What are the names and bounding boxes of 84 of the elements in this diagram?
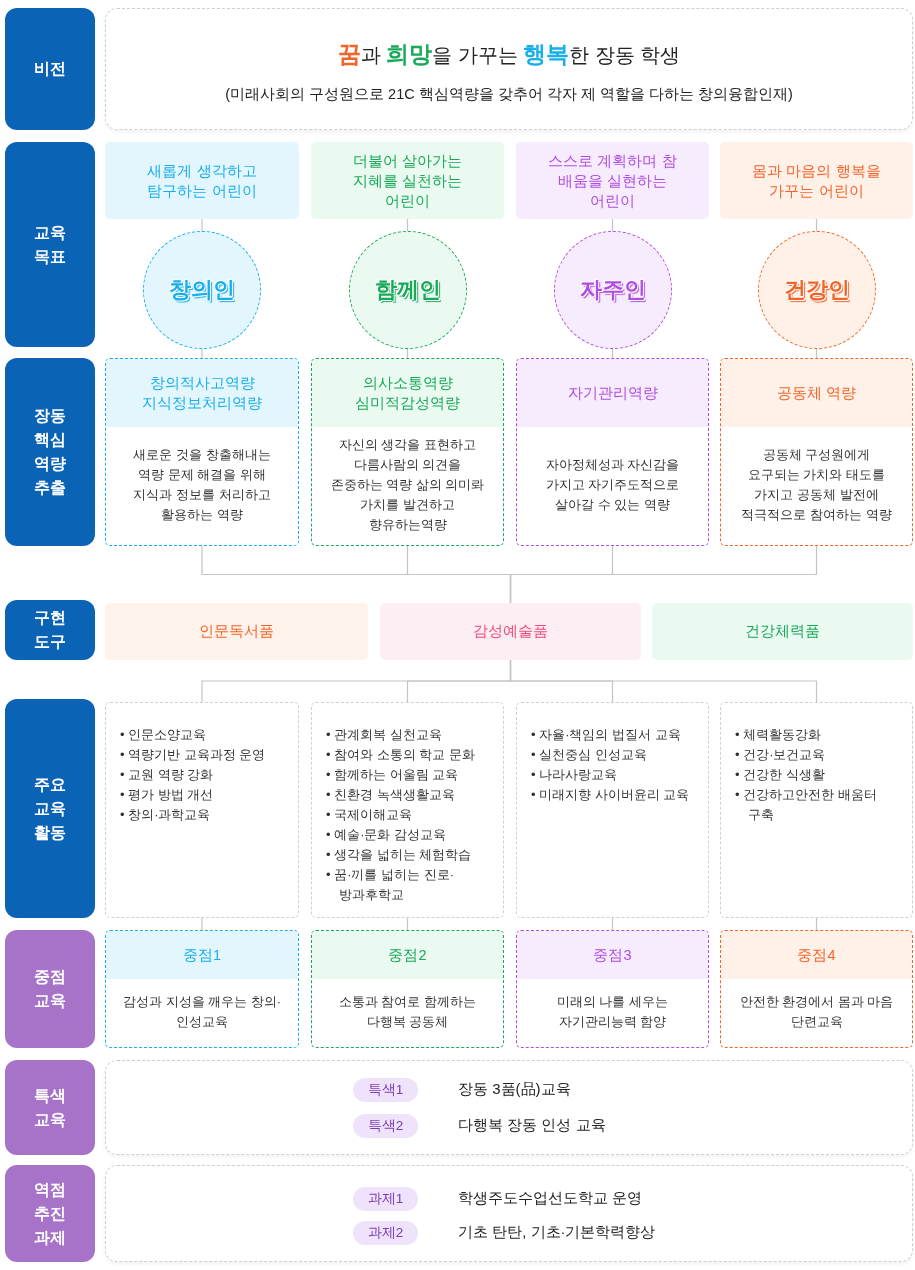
item-text: 학생주도수업선도학교 운영 xyxy=(458,1189,643,1208)
card-header: 공동체 역량 xyxy=(721,359,912,427)
card-text: 자신의 생각을 표현하고 다름사람의 의견을 존중하는 역량 삶의 의미롸 가치를 발견하고 향유하는역량 xyxy=(329,436,486,534)
row-label: 교육 목표 xyxy=(5,142,95,347)
card-header: 자기관리역량 xyxy=(517,359,708,427)
content-panel xyxy=(105,1165,913,1262)
card-header: 창의적사고역량 지식정보처리역량 xyxy=(106,359,298,427)
list-item: • 교원 역량 강화 xyxy=(120,766,215,784)
character-badge: 자주인 xyxy=(553,231,672,349)
card-header: 중점1 xyxy=(106,931,298,979)
activity-card xyxy=(311,702,504,918)
character-badge: 창의인 xyxy=(143,231,261,349)
card-header: 의사소통역량 심미적감성역량 xyxy=(312,359,503,427)
row-label: 구현 도구 xyxy=(5,600,95,660)
tool-band: 감성예술품 xyxy=(380,603,641,660)
vision-subtitle: (미래사회의 구성원으로 21C 핵심역량을 갖추어 각자 제 역할을 다하는 창의융합인재) xyxy=(224,85,794,104)
list-item: • 건강한 식생활 xyxy=(735,766,826,784)
list-item: • 꿈·끼를 넓히는 진로·방과후학교 xyxy=(326,866,456,904)
vision-card xyxy=(105,8,913,130)
character-badge: 건강인 xyxy=(757,231,876,349)
list-item: • 예술·문화 감성교육 xyxy=(326,826,448,844)
tag-pill: 특색1 xyxy=(353,1078,418,1102)
list-item: • 나라사랑교육 xyxy=(531,766,619,784)
focus-card xyxy=(105,930,299,1048)
row-label: 주요 교육 활동 xyxy=(5,699,95,918)
activity-card xyxy=(516,702,709,918)
card-text: 미래의 나를 세우는 자기관리능력 함양 xyxy=(555,993,670,1031)
tag-pill: 과제1 xyxy=(353,1187,418,1211)
list-item: • 자율·책임의 법질서 교육 xyxy=(531,726,682,744)
vision-heading: 꿈과 희망을 가꾸는 행복한 장동 학생 xyxy=(336,40,682,69)
row-label: 비전 xyxy=(5,8,95,130)
connector-line xyxy=(201,348,203,359)
list-item: • 미래지향 사이버윤리 교육 xyxy=(531,786,691,804)
list-item: • 실천중심 인성교육 xyxy=(531,746,648,764)
row-label: 역점 추진 과제 xyxy=(5,1165,95,1262)
content-panel xyxy=(105,1060,913,1155)
list-item: • 함께하는 어울림 교육 xyxy=(326,766,460,784)
list-item: • 친환경 녹색생활교육 xyxy=(326,786,456,804)
focus-card xyxy=(516,930,709,1048)
list-item: • 체력활동강화 xyxy=(735,726,823,744)
tag-pill: 특색2 xyxy=(353,1114,418,1138)
tool-band: 인문독서품 xyxy=(105,603,368,660)
competency-card xyxy=(720,358,913,546)
card-text: 자아정체성과 자신감을 가지고 자기주도적으로 살아갈 수 있는 역량 xyxy=(544,456,681,514)
focus-card xyxy=(720,930,913,1048)
card-header: 중점3 xyxy=(517,931,708,979)
card-text: 공동체 구성원에게 요구되는 가치와 태도를 가지고 공동체 발전에 적극적으로 참여하는 역량 xyxy=(740,446,893,524)
row-label: 특색 교육 xyxy=(5,1060,95,1155)
connector-line xyxy=(201,218,203,232)
list-item: • 건강·보건교육 xyxy=(735,746,827,764)
item-text: 기초 탄탄, 기초·기본학력향상 xyxy=(458,1223,656,1242)
card-text: 감성과 지성을 깨우는 창의·인성교육 xyxy=(121,993,283,1031)
goal-card: 새롭게 생각하고 탐구하는 어린이 xyxy=(105,142,299,219)
card-header: 중점2 xyxy=(312,931,503,979)
item-text: 장동 3품(品)교육 xyxy=(458,1080,571,1099)
list-item: • 평가 방법 개선 xyxy=(120,786,215,804)
card-text: 안전한 환경에서 몸과 마음 단련교육 xyxy=(738,993,895,1031)
card-header: 중점4 xyxy=(721,931,912,979)
list-item: • 생각을 넓히는 체험학습 xyxy=(326,846,473,864)
competency-card xyxy=(105,358,299,546)
list-item: • 관계회복 실천교육 xyxy=(326,726,443,744)
row-label: 장동 핵심 역량 추출 xyxy=(5,358,95,546)
item-text: 다행복 장동 인성 교육 xyxy=(458,1116,606,1135)
competency-card xyxy=(516,358,709,546)
list-item: • 국제이해교육 xyxy=(326,806,414,824)
goal-card: 몸과 마음의 행복을 가꾸는 어린이 xyxy=(720,142,913,219)
competency-card xyxy=(311,358,504,546)
list-item: • 인문소양교육 xyxy=(120,726,208,744)
activity-card xyxy=(105,702,299,918)
card-text: 새로운 것을 창출해내는 역량 문제 해결을 위해 지식과 정보를 처리하고 활용하는 역량 xyxy=(132,446,272,524)
card-text: 소통과 참여로 함께하는 다행복 공동체 xyxy=(337,993,478,1031)
row-label: 중점 교육 xyxy=(5,930,95,1048)
list-item: • 참여와 소통의 학교 문화 xyxy=(326,746,476,764)
tool-band: 건강체력품 xyxy=(652,603,913,660)
goal-card: 더불어 살아가는 지혜를 실천하는 어린이 xyxy=(311,142,504,219)
list-item: • 역량기반 교육과정 운영 xyxy=(120,746,267,764)
list-item: • 건강하고안전한 배움터 구축 xyxy=(735,786,878,824)
connector-line xyxy=(201,917,203,931)
activity-card xyxy=(720,702,913,918)
character-badge: 함께인 xyxy=(348,231,467,349)
list-item: • 창의·과학교육 xyxy=(120,806,212,824)
tag-pill: 과제2 xyxy=(353,1221,418,1245)
focus-card xyxy=(311,930,504,1048)
goal-card: 스스로 계획하며 참 배움을 실현하는 어린이 xyxy=(516,142,709,219)
